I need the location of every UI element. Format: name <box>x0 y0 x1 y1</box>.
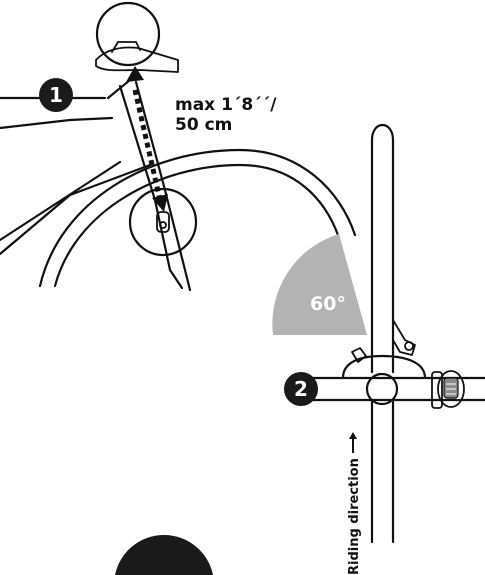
distance-label-line1: max 1´8´´/ <box>175 95 277 115</box>
riding-direction: Riding direction <box>347 432 362 575</box>
step-1-number: 1 <box>49 83 63 107</box>
bottom-circle-fragment <box>115 534 213 575</box>
step-2-badge: 2 <box>284 372 318 406</box>
angle-sector <box>272 234 367 335</box>
handlebar-mount-icon <box>95 1 179 73</box>
clamp-circle <box>365 372 399 406</box>
strap-detail <box>351 319 416 363</box>
step-2-number: 2 <box>294 377 308 401</box>
stem <box>370 398 395 544</box>
wheel-sensor-icon <box>128 187 198 257</box>
riding-direction-label: Riding direction <box>347 458 362 575</box>
upright-post <box>370 123 395 374</box>
wrist-unit-icon <box>431 370 465 409</box>
distance-arrow <box>126 66 168 212</box>
distance-label-line2: 50 cm <box>175 115 232 135</box>
step-1-badge: 1 <box>39 78 73 112</box>
handlebar <box>310 376 485 402</box>
mount-base <box>341 354 427 380</box>
angle-label: 60° <box>310 293 346 315</box>
